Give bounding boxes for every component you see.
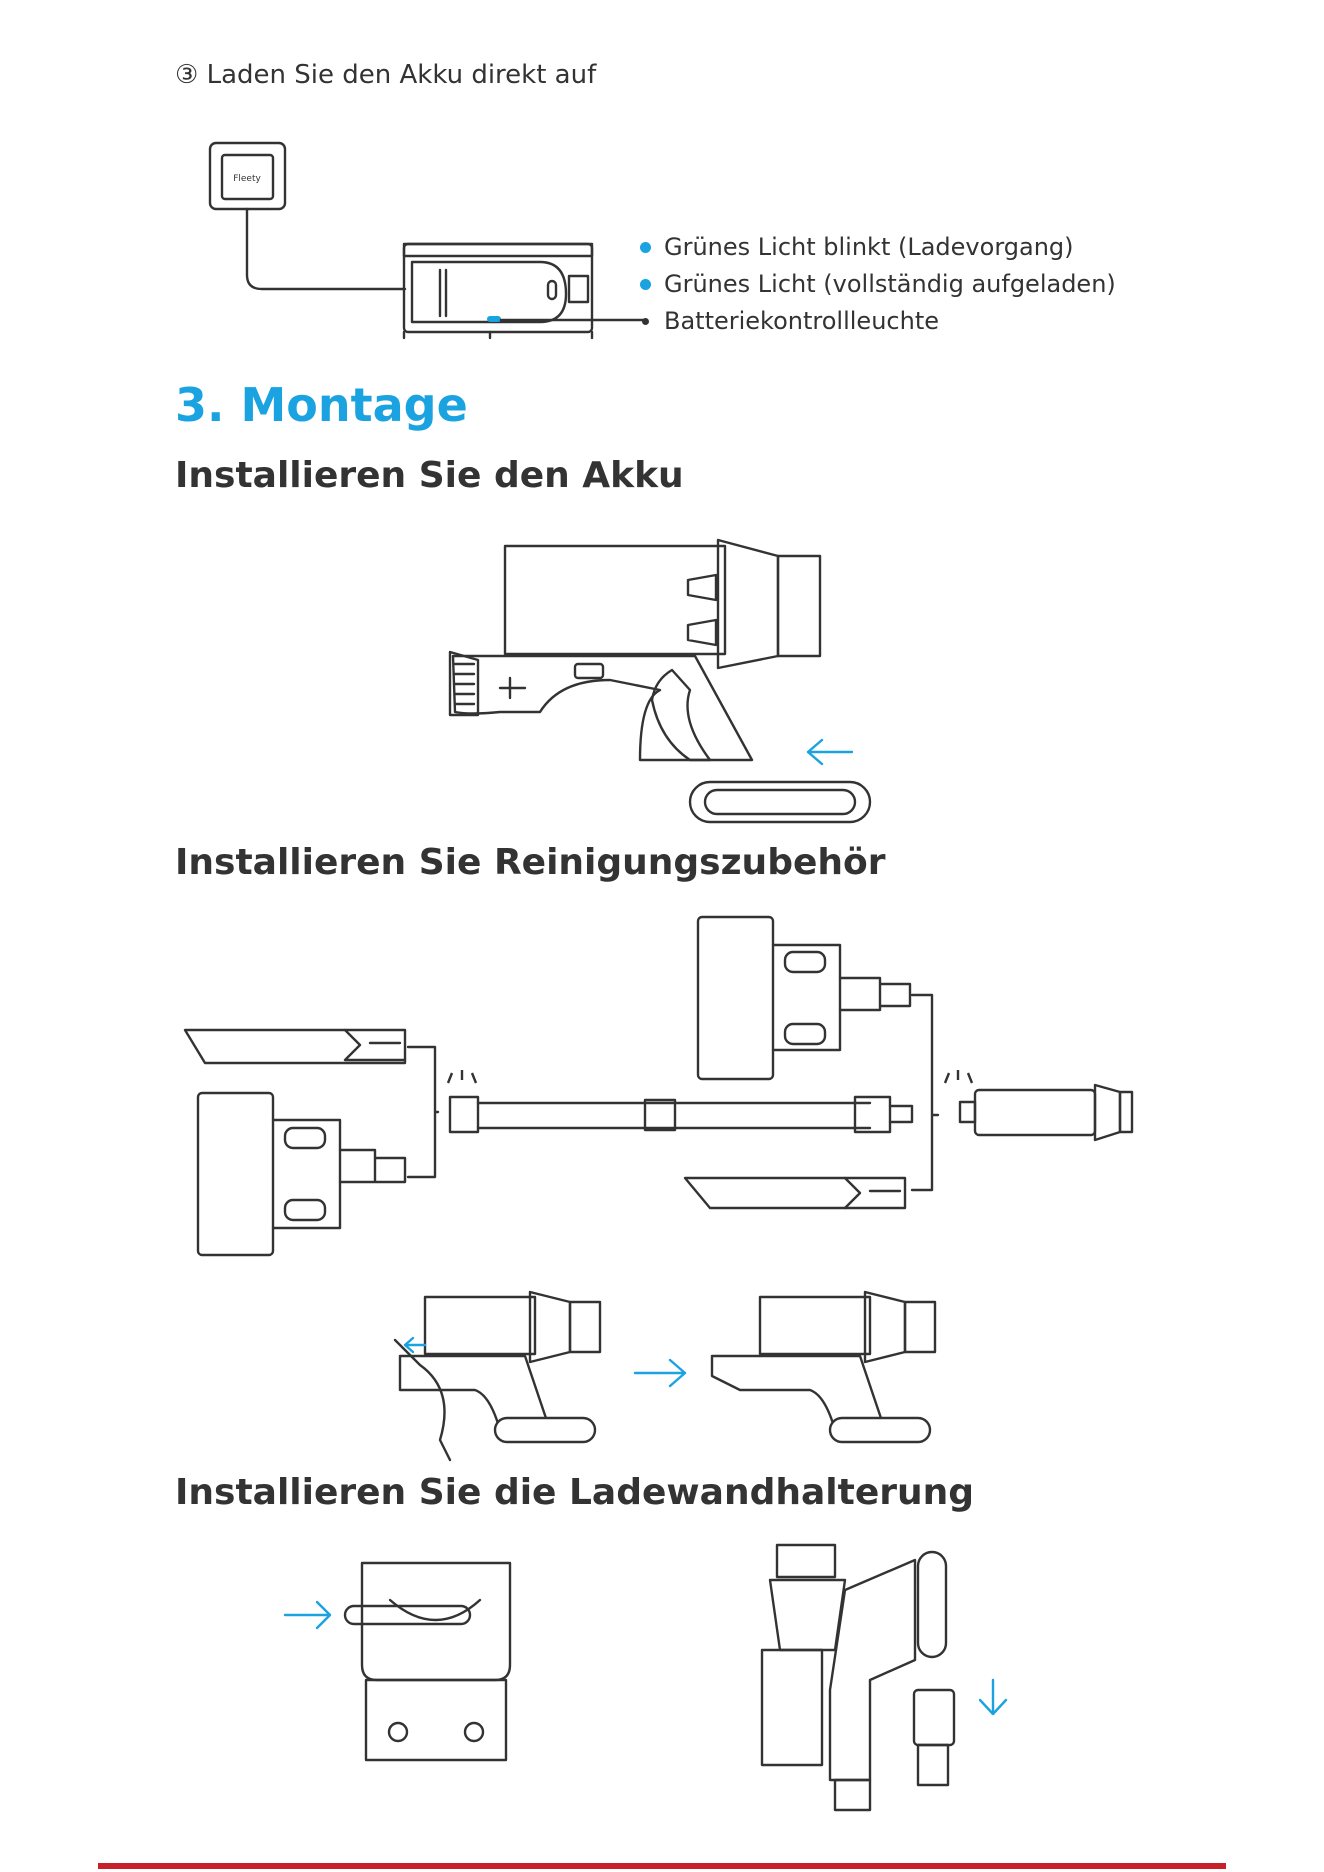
footer-divider [98,1863,1226,1869]
install-wallmount-illustration [0,0,1324,1830]
